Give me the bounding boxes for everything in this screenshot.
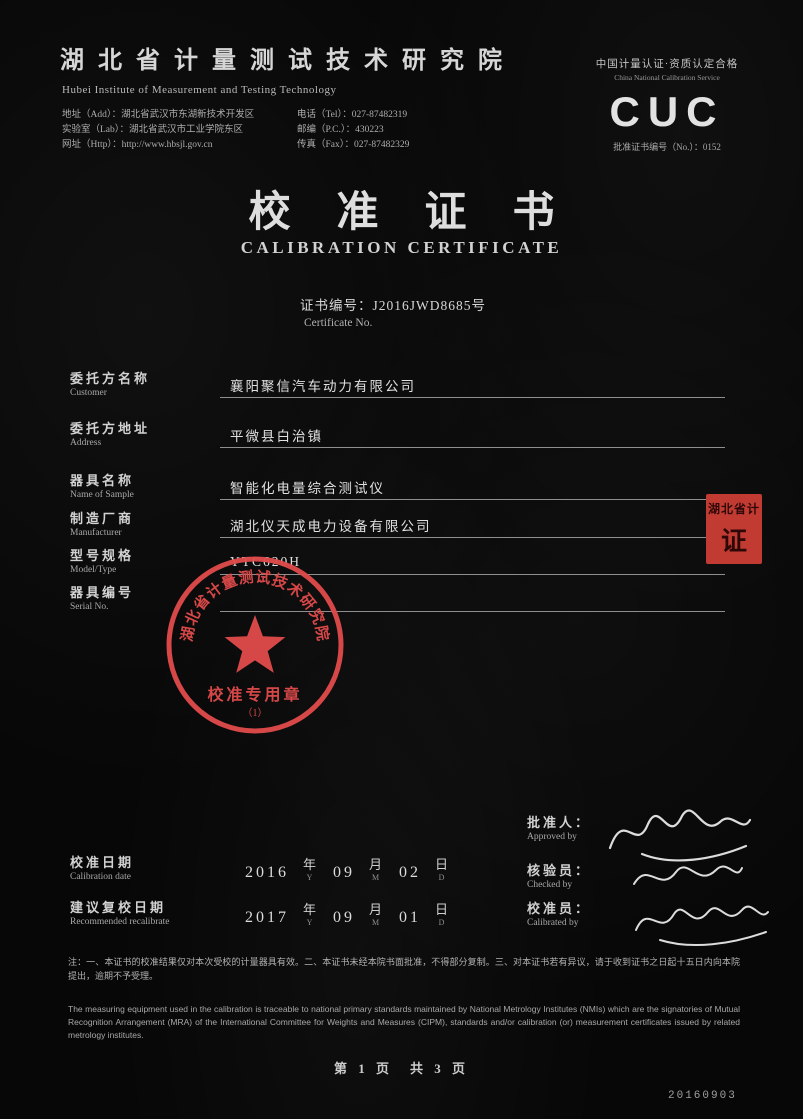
approved-by-cn: 批准人： xyxy=(527,815,592,830)
footer-note-cn: 注：一、本证书的校准结果仅对本次受校的计量器具有效。二、本证书未经本院书面批准，… xyxy=(68,957,740,981)
field-row-serial: 器具编号 Serial No. xyxy=(70,582,725,612)
accreditation-cn: 中国计量认证·资质认定合格 xyxy=(595,59,739,70)
institute-name-cn: 湖北省计量测试技术研究院 xyxy=(60,48,516,74)
field-label-en: Name of Sample xyxy=(70,490,134,500)
rect-stamp-line2: 证 xyxy=(720,527,747,556)
document-serial: 20160903 xyxy=(668,1090,737,1102)
document-title-en: CALIBRATION CERTIFICATE xyxy=(240,238,563,257)
checked-by-cn: 核验员： xyxy=(527,863,592,878)
approved-by-label: 批准人： Approved by xyxy=(527,812,591,842)
contact-website: 网址（Http）：http://www.hbsjl.gov.cn xyxy=(62,140,213,150)
field-label-cn: 委托方名称 xyxy=(70,371,151,386)
field-label: 委托方地址 Address xyxy=(70,418,220,448)
calibrated-by-en: Calibrated by xyxy=(527,918,579,928)
contact-info: 地址（Add）：湖北省武汉市东湖新技术开发区 实验室（Lab）：湖北省武汉市工业… xyxy=(62,108,532,153)
recalibration-day: 01 xyxy=(399,909,422,926)
rect-stamp-line1: 湖北省计 xyxy=(707,502,760,516)
recalibration-month: 09 xyxy=(333,909,356,926)
field-label-en: Serial No. xyxy=(70,602,109,612)
calibration-date-en: Calibration date xyxy=(70,872,131,882)
document-title-cn: 校准证书 xyxy=(248,190,601,236)
field-label-cn: 器具编号 xyxy=(70,585,135,600)
cuc-logo: CUC xyxy=(609,88,725,135)
approved-by-en: Approved by xyxy=(527,832,577,842)
field-value: 湖北仪天成电力设备有限公司 xyxy=(220,515,725,538)
recalibration-date-cn: 建议复校日期 xyxy=(70,900,167,915)
approval-number: 批准证书编号（No.）：0152 xyxy=(613,142,721,152)
round-stamp-icon: 湖北省计量测试技术研究院 校准专用章 （1） xyxy=(166,556,344,734)
field-label: 器具名称 Name of Sample xyxy=(70,470,220,500)
field-label-cn: 委托方地址 xyxy=(70,421,151,436)
calibration-month: 09 xyxy=(333,864,356,881)
institute-name-en: Hubei Institute of Measurement and Testi… xyxy=(62,84,337,96)
calibration-day: 02 xyxy=(399,864,422,881)
field-row-customer: 委托方名称 Customer 襄阳聚信汽车动力有限公司 xyxy=(70,368,725,398)
checked-by-label: 核验员： Checked by xyxy=(527,860,591,890)
page-indicator: 第 1 页 共 3 页 xyxy=(333,1061,469,1076)
contact-address: 地址（Add）：湖北省武汉市东湖新技术开发区 xyxy=(62,110,255,120)
field-row-address: 委托方地址 Address 平微县白治镇 xyxy=(70,418,725,448)
field-label: 委托方名称 Customer xyxy=(70,368,220,398)
field-value: 智能化电量综合测试仪 xyxy=(220,477,725,500)
field-label-en: Manufacturer xyxy=(70,528,122,538)
calibrated-signature xyxy=(635,905,769,947)
official-rect-stamp: 湖北省计 证 xyxy=(706,494,762,564)
stamp-purpose-text: 校准专用章 xyxy=(207,685,302,704)
field-value xyxy=(220,591,725,612)
field-value: 襄阳聚信汽车动力有限公司 xyxy=(220,375,725,398)
calibrated-by-cn: 校准员： xyxy=(527,901,592,916)
calibrated-by-label: 校准员： Calibrated by xyxy=(527,898,591,928)
contact-phone: 电话（Tel）：027-87482319 xyxy=(297,110,408,120)
field-label: 型号规格 Model/Type xyxy=(70,545,220,575)
stamp-number-text: （1） xyxy=(243,707,268,719)
footer-note-en: The measuring equipment used in the cali… xyxy=(68,1004,740,1040)
field-label-en: Address xyxy=(70,438,102,448)
checked-by-en: Checked by xyxy=(527,880,573,890)
contact-zip: 邮编（P.C.）：430223 xyxy=(297,125,384,135)
calibration-date-cn: 校准日期 xyxy=(70,855,135,870)
certificate-number-line: 证书编号：J2016JWD8685号 xyxy=(300,294,486,314)
calibration-year: 2016 xyxy=(245,864,289,881)
contact-col-right: 电话（Tel）：027-87482319 邮编（P.C.）：430223 传真（… xyxy=(297,108,532,153)
official-round-stamp: 湖北省计量测试技术研究院 校准专用章 （1） xyxy=(160,550,350,740)
accreditation-block: 中国计量认证·资质认定合格 China National Calibration… xyxy=(562,56,772,82)
field-label-cn: 型号规格 xyxy=(70,548,135,563)
contact-fax: 传真（Fax）：027-87482329 xyxy=(297,140,410,150)
checked-signature xyxy=(633,865,743,885)
stamp-star-icon xyxy=(224,615,286,673)
field-label: 器具编号 Serial No. xyxy=(70,582,220,612)
field-row-sample-name: 器具名称 Name of Sample 智能化电量综合测试仪 xyxy=(70,470,725,500)
accreditation-en: China National Calibration Service xyxy=(614,73,720,82)
recalibration-date-label: 建议复校日期 Recommended recalibrate xyxy=(70,897,235,927)
contact-lab: 实验室（Lab）：湖北省武汉市工业学院东区 xyxy=(62,125,244,135)
field-label-cn: 器具名称 xyxy=(70,473,135,488)
field-row-manufacturer: 制造厂商 Manufacturer 湖北仪天成电力设备有限公司 xyxy=(70,508,725,538)
certificate-number-label-en: Certificate No. xyxy=(304,317,373,329)
certificate-number-block: 证书编号：J2016JWD8685号 Certificate No. xyxy=(300,294,486,329)
certificate-number-value: J2016JWD8685号 xyxy=(372,298,486,313)
recalibration-date-en: Recommended recalibrate xyxy=(70,917,170,927)
contact-col-left: 地址（Add）：湖北省武汉市东湖新技术开发区 实验室（Lab）：湖北省武汉市工业… xyxy=(62,108,297,153)
field-label: 制造厂商 Manufacturer xyxy=(70,508,220,538)
calibration-date-label: 校准日期 Calibration date xyxy=(70,852,235,882)
approved-signature xyxy=(608,809,752,862)
recalibration-year: 2017 xyxy=(245,909,289,926)
field-value: 平微县白治镇 xyxy=(220,425,725,448)
field-label-en: Model/Type xyxy=(70,565,117,575)
certificate-number-label: 证书编号： xyxy=(300,298,373,313)
field-label-en: Customer xyxy=(70,388,107,398)
field-label-cn: 制造厂商 xyxy=(70,511,135,526)
